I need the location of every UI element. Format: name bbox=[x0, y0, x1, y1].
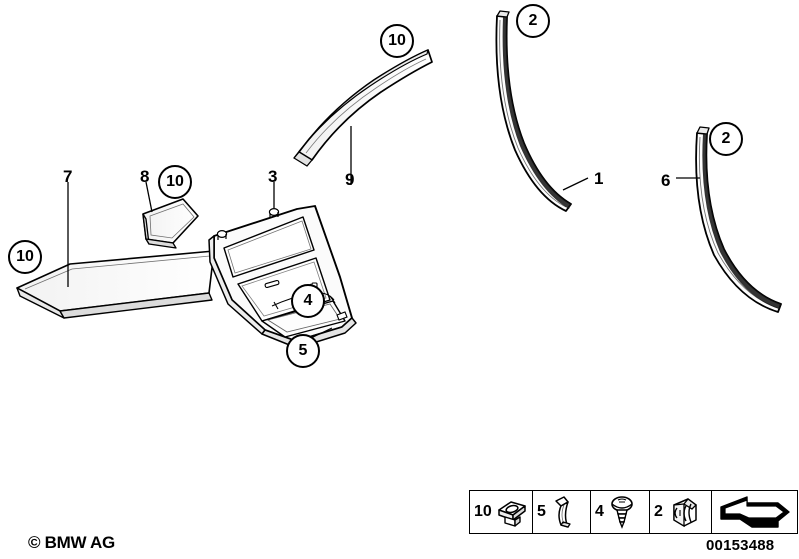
legend-strip: 10 5 4 bbox=[469, 490, 798, 534]
balloon-4-console[interactable]: 4 bbox=[291, 284, 325, 318]
legend-cell-5[interactable]: 5 bbox=[532, 490, 590, 534]
legend-number-5: 5 bbox=[537, 503, 546, 520]
balloon-2-part1[interactable]: 2 bbox=[516, 4, 550, 38]
legend-cell-arrow[interactable] bbox=[711, 490, 798, 534]
legend-number-2: 2 bbox=[654, 503, 663, 520]
spring-clamp-icon bbox=[673, 498, 697, 528]
index-label-8: 8 bbox=[140, 167, 150, 186]
balloon-5-console[interactable]: 5 bbox=[286, 334, 320, 368]
diagram-id-text: 00153488 bbox=[706, 537, 775, 554]
part-6-shape bbox=[695, 126, 782, 313]
legend-cell-10[interactable]: 10 bbox=[469, 490, 532, 534]
balloon-10-part8[interactable]: 10 bbox=[158, 165, 192, 199]
legend-cell-2[interactable]: 2 bbox=[649, 490, 711, 534]
index-label-6: 6 bbox=[661, 171, 671, 190]
copyright-text: © BMW AG bbox=[28, 533, 115, 552]
part-8-shape bbox=[142, 198, 199, 249]
legend-number-4: 4 bbox=[595, 503, 604, 520]
index-label-7: 7 bbox=[63, 167, 73, 186]
legend-number-10: 10 bbox=[474, 503, 492, 520]
balloon-2-part6[interactable]: 2 bbox=[709, 122, 743, 156]
leader-line-8 bbox=[145, 181, 153, 213]
legend-cell-4[interactable]: 4 bbox=[590, 490, 649, 534]
self-tapping-screw-icon bbox=[611, 496, 633, 529]
direction-arrow-icon bbox=[719, 496, 790, 528]
index-label-3: 3 bbox=[268, 167, 278, 186]
leader-line-1 bbox=[562, 177, 589, 191]
leader-line-5 bbox=[310, 327, 333, 339]
part-7-shape bbox=[16, 250, 215, 319]
part-3-console-shape bbox=[208, 205, 357, 349]
index-label-1: 1 bbox=[594, 169, 604, 188]
part-9-shape bbox=[293, 49, 433, 167]
clip-nut-icon bbox=[498, 501, 526, 527]
part-1-shape bbox=[495, 10, 572, 212]
curved-clip-icon bbox=[555, 496, 571, 528]
balloon-10-part9[interactable]: 10 bbox=[380, 24, 414, 58]
balloon-10-part7[interactable]: 10 bbox=[8, 240, 42, 274]
index-label-9: 9 bbox=[345, 170, 355, 189]
